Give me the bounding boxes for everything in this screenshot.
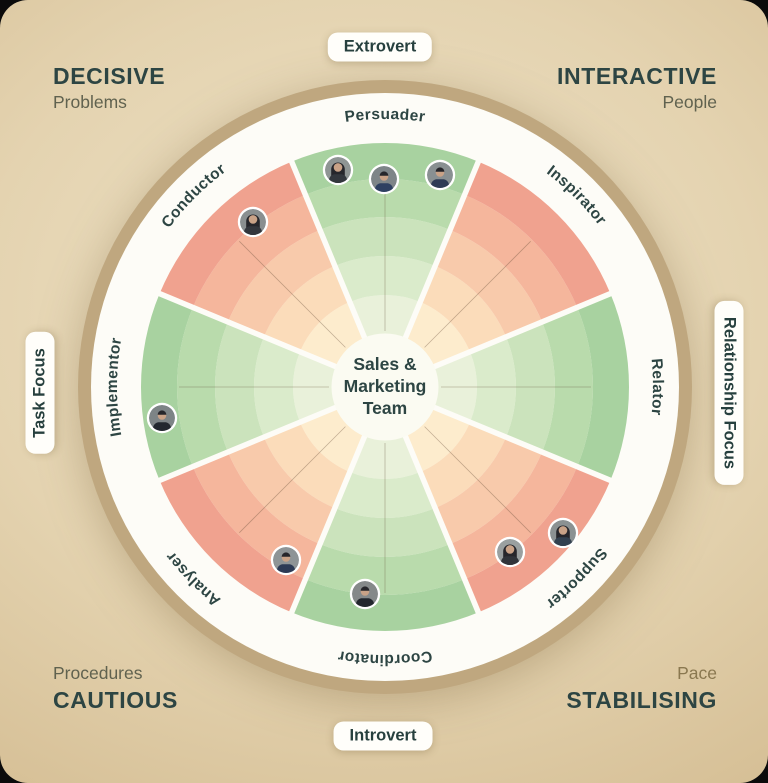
avatar-photo bbox=[550, 520, 576, 546]
segment-band bbox=[159, 161, 306, 308]
segment-band bbox=[159, 466, 306, 613]
avatar-persuader-3[interactable] bbox=[424, 159, 456, 191]
segment-band bbox=[469, 336, 516, 438]
quadrant-subtitle-pace: Pace bbox=[677, 663, 717, 684]
avatar-photo bbox=[352, 581, 378, 607]
quadrant-subtitle-procedures: Procedures bbox=[53, 663, 143, 684]
avatar-photo bbox=[240, 209, 266, 235]
segment-band bbox=[464, 161, 611, 308]
quadrant-decisive: DECISIVE Problems bbox=[53, 63, 165, 113]
quadrant-title-interactive: INTERACTIVE bbox=[557, 63, 717, 89]
segment-coordinator bbox=[291, 435, 479, 631]
segment-band bbox=[433, 351, 477, 423]
segment-band bbox=[420, 422, 507, 509]
segment-band bbox=[405, 407, 470, 472]
segment-implementor bbox=[141, 293, 337, 481]
avatar-implementor-1[interactable] bbox=[146, 402, 178, 434]
segment-divider bbox=[430, 290, 612, 371]
quadrant-title-decisive: DECISIVE bbox=[53, 63, 166, 89]
segment-divider bbox=[401, 160, 482, 342]
segment-band bbox=[334, 471, 436, 518]
avatar-photo bbox=[325, 157, 351, 183]
wheel-hub bbox=[331, 333, 439, 441]
segment-divider bbox=[401, 432, 482, 614]
avatar-conductor-1[interactable] bbox=[237, 206, 269, 238]
segment-band bbox=[506, 321, 555, 453]
avatar-analyser-1[interactable] bbox=[270, 544, 302, 576]
quadrant-subtitle-problems: Problems bbox=[53, 92, 127, 113]
avatar-photo bbox=[371, 166, 397, 192]
segment-band bbox=[253, 336, 301, 438]
segment-band bbox=[319, 217, 451, 266]
avatar-photo bbox=[427, 162, 453, 188]
segment-band bbox=[227, 437, 335, 545]
segment-conductor bbox=[159, 161, 365, 367]
segment-band bbox=[300, 407, 365, 472]
axis-pill-task-focus: Task Focus bbox=[25, 332, 55, 454]
segment-analyser bbox=[159, 407, 365, 613]
segment-spoke bbox=[424, 241, 531, 348]
segment-label-coordinator: Coordinator bbox=[337, 647, 434, 668]
quadrant-cautious: Procedures CAUTIOUS bbox=[53, 663, 178, 713]
segment-divider bbox=[158, 290, 340, 371]
segment-band bbox=[420, 265, 507, 352]
segment-inspirator bbox=[405, 161, 611, 367]
segment-band bbox=[263, 422, 350, 509]
segment-label-implementor: Implementor bbox=[104, 336, 125, 437]
quadrant-subtitle-people: People bbox=[662, 92, 718, 113]
segment-spoke bbox=[239, 426, 346, 533]
segment-band bbox=[577, 293, 629, 481]
segment-band bbox=[349, 435, 421, 479]
segment-band bbox=[305, 179, 465, 230]
segment-band bbox=[464, 466, 611, 613]
segment-spoke bbox=[239, 241, 346, 348]
segment-band bbox=[177, 307, 228, 467]
segment-label-relator: Relator bbox=[648, 358, 666, 416]
segment-band bbox=[291, 579, 479, 631]
avatar-supporter-1[interactable] bbox=[494, 536, 526, 568]
segment-band bbox=[215, 321, 264, 453]
segment-band bbox=[227, 229, 335, 337]
avatar-photo bbox=[149, 405, 175, 431]
segment-label-persuader: Persuader bbox=[344, 106, 427, 126]
segment-supporter bbox=[405, 407, 611, 613]
segment-band bbox=[263, 265, 350, 352]
segment-band bbox=[141, 293, 193, 481]
quadrant-stabilising: Pace STABILISING bbox=[566, 663, 717, 713]
axis-pill-extrovert: Extrovert bbox=[327, 32, 433, 62]
segment-spoke bbox=[424, 426, 531, 533]
segment-relator bbox=[433, 293, 629, 481]
segment-divider bbox=[158, 403, 340, 484]
segment-band bbox=[192, 194, 320, 322]
quadrant-interactive: INTERACTIVE People bbox=[557, 63, 717, 113]
quadrant-title-stabilising: STABILISING bbox=[566, 686, 717, 713]
segment-band bbox=[334, 256, 436, 303]
segment-band bbox=[450, 194, 578, 322]
segment-band bbox=[435, 437, 543, 545]
segment-band bbox=[305, 544, 465, 595]
avatar-photo bbox=[273, 547, 299, 573]
segment-band bbox=[435, 229, 543, 337]
quadrant-title-cautious: CAUTIOUS bbox=[53, 686, 178, 713]
segment-divider bbox=[288, 160, 369, 342]
segment-band bbox=[319, 508, 451, 557]
segment-band bbox=[300, 302, 365, 367]
segment-band bbox=[542, 307, 593, 467]
segment-band bbox=[292, 351, 337, 423]
avatar-persuader-1[interactable] bbox=[322, 154, 354, 186]
avatar-persuader-2[interactable] bbox=[368, 163, 400, 195]
segment-band bbox=[349, 295, 421, 339]
axis-pill-relationship-focus: Relationship Focus bbox=[714, 300, 744, 486]
avatar-coordinator-1[interactable] bbox=[349, 578, 381, 610]
segment-divider bbox=[430, 403, 612, 484]
avatar-supporter-2[interactable] bbox=[547, 517, 579, 549]
segment-band bbox=[405, 302, 470, 367]
segment-divider bbox=[288, 432, 369, 614]
avatar-photo bbox=[497, 539, 523, 565]
segment-band bbox=[450, 452, 578, 580]
axis-pill-introvert: Introvert bbox=[333, 721, 433, 751]
